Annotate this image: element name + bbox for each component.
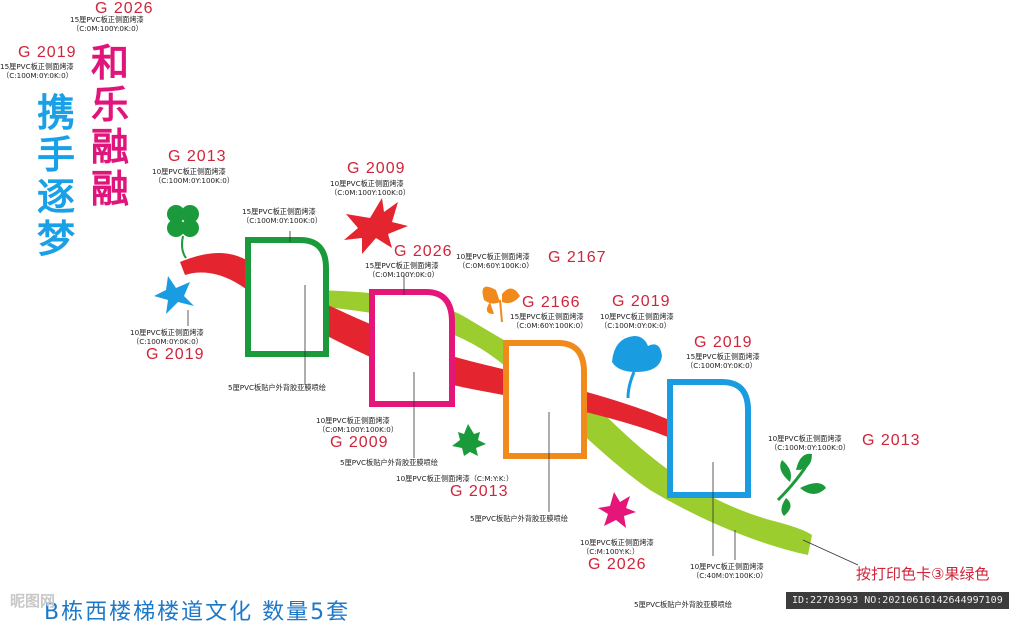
label-code: G 2009 <box>330 434 389 451</box>
label-note: 5厘PVC板贴户外背胶亚膜喷绘 <box>634 600 732 609</box>
label-cmyk: （C:100M:0Y:0K:0） <box>600 321 671 330</box>
leaf-icon <box>154 276 194 314</box>
frame-blue <box>667 379 751 498</box>
watermark-left: 昵图网 <box>10 592 56 610</box>
label-cmyk: （C:M:100Y:K:） <box>582 547 640 556</box>
leaf-icon <box>612 336 662 399</box>
label-spec: 10厘PVC板正侧面烤漆 <box>152 167 226 176</box>
label-cmyk: （C:100M:0Y:0K:0） <box>2 71 73 80</box>
label-cmyk: （C:0M:60Y:100K:0） <box>512 321 588 330</box>
label-cmyk: （C:40M:0Y:100K:0） <box>692 571 768 580</box>
label-cmyk: （C:100M:0Y:0K:0） <box>686 361 757 370</box>
frame-orange <box>503 340 587 459</box>
bottom-caption: B栋西楼梯楼道文化 数量5套 <box>44 600 351 625</box>
label-cmyk: （C:0M:100Y:0K:0） <box>72 24 143 33</box>
label-spec: 10厘PVC板正侧面烤漆（C:M:Y:K:） <box>396 474 514 483</box>
label-code: G 2013 <box>168 148 227 165</box>
leader-lines <box>187 231 859 566</box>
label-spec: 10厘PVC板正侧面烤漆 <box>580 538 654 547</box>
maple-leaf-icon <box>598 492 636 528</box>
label-spec: 15厘PVC板正侧面烤漆 <box>365 261 439 270</box>
label-cmyk: （C:0M:100Y:0K:0） <box>368 270 439 279</box>
label-note: 5厘PVC板贴户外背胶亚膜喷绘 <box>228 383 326 392</box>
label-spec: 10厘PVC板正侧面烤漆 <box>330 179 404 188</box>
maple-leaf-icon <box>452 424 486 456</box>
label-spec: 15厘PVC板正侧面烤漆 <box>686 352 760 361</box>
label-code: G 2026 <box>588 556 647 573</box>
color-note: 按打印色卡③果绿色 <box>856 565 990 583</box>
label-cmyk: （C:0M:60Y:100K:0） <box>458 261 534 270</box>
label-code: G 2013 <box>450 483 509 500</box>
label-spec: 10厘PVC板正侧面烤漆 <box>316 416 390 425</box>
label-note: 5厘PVC板贴户外背胶亚膜喷绘 <box>340 458 438 467</box>
label-cmyk: （C:0M:100Y:100K:0） <box>318 425 399 434</box>
label-spec: 10厘PVC板正侧面烤漆 <box>456 252 530 261</box>
label-spec: 15厘PVC板正侧面烤漆 <box>70 15 144 24</box>
label-cmyk: （C:100M:0Y:100K:0） <box>154 176 235 185</box>
label-spec: 10厘PVC板正侧面烤漆 <box>600 312 674 321</box>
label-spec: 10厘PVC板正侧面烤漆 <box>690 562 764 571</box>
label-cmyk: （C:100M:0Y:100K:0） <box>770 443 851 452</box>
label-cmyk: （C:0M:100Y:100K:0） <box>330 188 411 197</box>
label-code: G 2026 <box>394 243 453 260</box>
label-code: G 2026 <box>95 0 154 17</box>
watermark-right: ID:22703993 NO:20210616142644997109 <box>786 592 1009 609</box>
label-note: 5厘PVC板贴户外背胶亚膜喷绘 <box>470 514 568 523</box>
label-code: G 2019 <box>18 44 77 61</box>
label-code: G 2019 <box>146 346 205 363</box>
right-vertical-title: 和乐融融 <box>90 41 129 211</box>
label-spec: 10厘PVC板正侧面烤漆 <box>768 434 842 443</box>
label-cmyk: （C:100M:0Y:0K:0） <box>132 337 203 346</box>
label-spec: 15厘PVC板正侧面烤漆 <box>0 62 74 71</box>
leaf-icon <box>482 286 520 323</box>
leaf-icon <box>776 453 826 516</box>
label-spec: 10厘PVC板正侧面烤漆 <box>130 328 204 337</box>
label-spec: 15厘PVC板正侧面烤漆 <box>242 207 316 216</box>
label-spec: 15厘PVC板正侧面烤漆 <box>510 312 584 321</box>
label-code: G 2013 <box>862 432 921 449</box>
label-code: G 2019 <box>612 293 671 310</box>
label-code: G 2019 <box>694 334 753 351</box>
left-vertical-title: 携手逐梦 <box>36 91 75 261</box>
maple-leaf-icon <box>344 198 408 254</box>
frame-magenta <box>369 289 455 407</box>
clover-icon <box>167 205 199 259</box>
label-code: G 2166 <box>522 294 581 311</box>
label-code: G 2009 <box>347 160 406 177</box>
label-code: G 2167 <box>548 249 607 266</box>
frame-green <box>245 237 329 357</box>
label-cmyk: （C:100M:0Y:100K:0） <box>242 216 323 225</box>
